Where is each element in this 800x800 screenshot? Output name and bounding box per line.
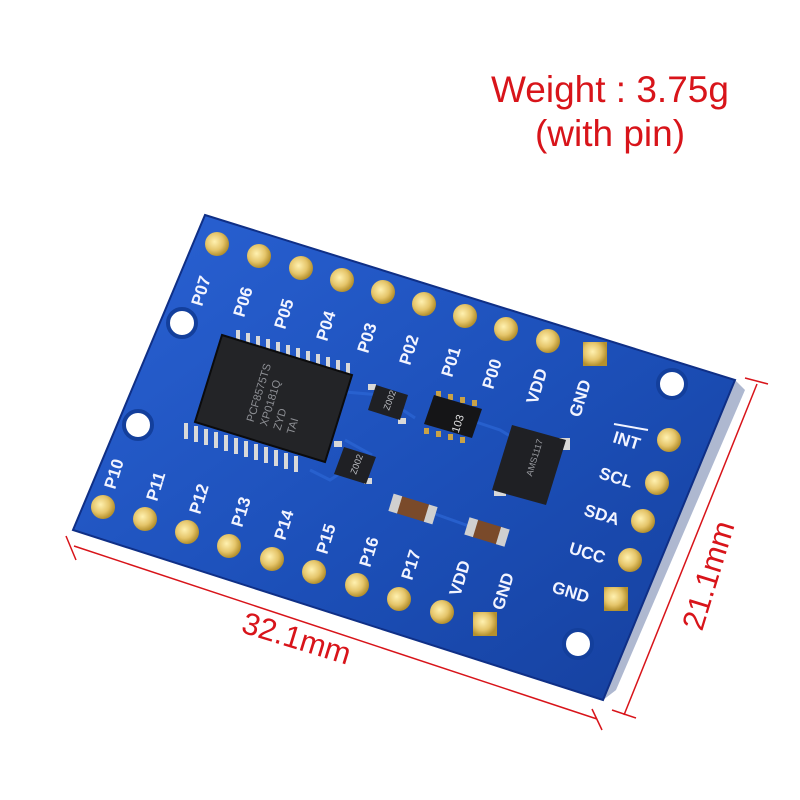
pad-top-7 <box>453 304 477 328</box>
pad-right-1 <box>657 428 681 452</box>
pad-top-2 <box>247 244 271 268</box>
pad-top-1 <box>205 232 229 256</box>
bottom-header-pads <box>91 495 497 636</box>
pad-bottom-9 <box>430 600 454 624</box>
pad-top-6 <box>412 292 436 316</box>
top-header-pads <box>205 232 607 366</box>
resistor-array-marking: 103 <box>450 413 467 434</box>
pad-right-5 <box>604 587 628 611</box>
pad-top-10 <box>583 342 607 366</box>
weight-label: Weight : 3.75g <box>491 69 729 110</box>
voltage-regulator: AMS1117 <box>492 425 570 505</box>
pad-bottom-1 <box>91 495 115 519</box>
chip-marking-line-4: TAI <box>285 417 301 436</box>
pad-bottom-3 <box>175 520 199 544</box>
pad-top-4 <box>330 268 354 292</box>
pad-bottom-4 <box>217 534 241 558</box>
pad-bottom-5 <box>260 547 284 571</box>
pad-right-4 <box>618 548 642 572</box>
pad-bottom-6 <box>302 560 326 584</box>
pad-bottom-2 <box>133 507 157 531</box>
transistor-lower: Z002 <box>334 441 376 484</box>
weight-note-label: (with pin) <box>534 113 686 154</box>
pcb-board <box>71 213 745 702</box>
pad-right-3 <box>631 509 655 533</box>
transistor-upper: Z002 <box>368 384 408 424</box>
width-dimension <box>611 377 769 719</box>
pad-bottom-7 <box>345 573 369 597</box>
mounting-holes <box>122 307 688 660</box>
length-dimension <box>65 535 603 731</box>
resistor-array: 103 <box>424 391 482 443</box>
ic-chip: PCF8575TS XP0181Q ZYD TAI <box>184 330 354 472</box>
pad-right-2 <box>645 471 669 495</box>
pad-top-3 <box>289 256 313 280</box>
pad-bottom-10 <box>473 612 497 636</box>
right-header-pads <box>604 428 681 611</box>
pad-bottom-8 <box>387 587 411 611</box>
pad-top-8 <box>494 317 518 341</box>
capacitors <box>388 493 510 547</box>
pad-top-5 <box>371 280 395 304</box>
pad-top-9 <box>536 329 560 353</box>
width-label: 21.1mm <box>675 517 741 634</box>
